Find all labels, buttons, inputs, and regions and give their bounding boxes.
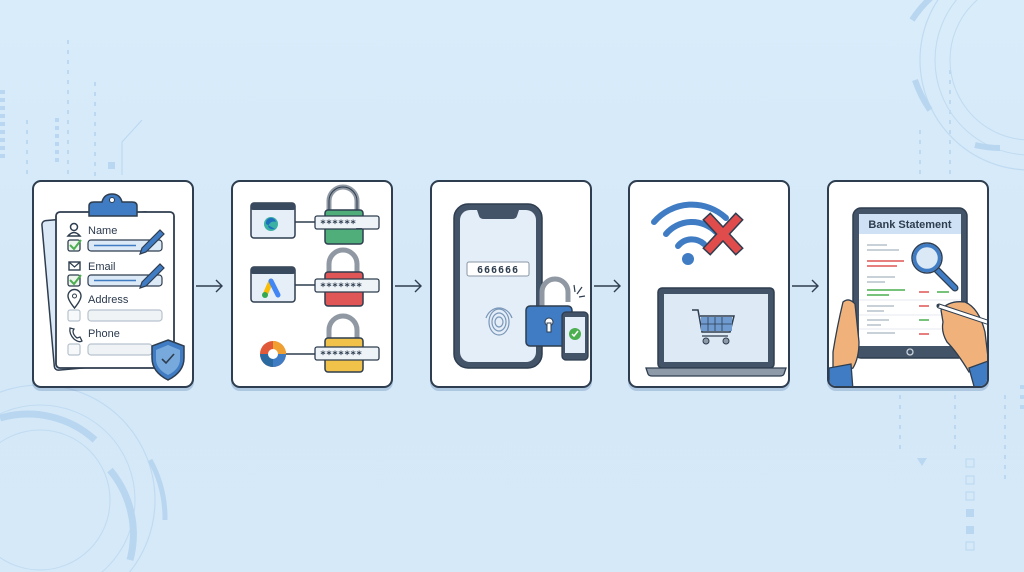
arrow-right-icon	[395, 279, 422, 293]
phone-check-icon	[561, 311, 589, 361]
google-ads-icon	[250, 266, 296, 303]
checkbox-empty	[67, 343, 81, 356]
field-label-phone: Phone	[88, 328, 120, 340]
lock-red-icon	[324, 247, 364, 307]
arrow-right-icon	[196, 279, 223, 293]
laptop-icon	[645, 287, 787, 377]
step-1-secure-form-panel: Name Email Address	[32, 180, 194, 388]
password-field	[314, 278, 380, 293]
checkbox-empty	[67, 309, 81, 322]
fingerprint-icon	[485, 307, 513, 336]
otp-code-box	[466, 261, 530, 277]
shopping-cart-icon	[692, 309, 735, 345]
location-pin-icon	[67, 288, 82, 310]
password-masked: *******	[320, 350, 362, 361]
shield-check-icon	[151, 339, 185, 381]
step-5-bank-statement-panel: Bank Statement	[827, 180, 989, 388]
left-hand-icon	[829, 299, 860, 386]
statement-lines	[859, 244, 961, 335]
password-masked: ******_	[320, 219, 363, 230]
step-3-two-factor-panel: 666666	[430, 180, 592, 388]
address-input-empty	[87, 309, 163, 322]
bank-statement-title: Bank Statement	[868, 219, 951, 231]
phone-icon	[69, 327, 83, 343]
unlocked-padlock-icon	[525, 276, 573, 347]
sparkle-icon	[573, 284, 586, 298]
arrow-right-icon	[792, 279, 819, 293]
aperture-logo-icon	[260, 341, 286, 367]
otp-code: 666666	[477, 265, 519, 276]
password-field	[314, 346, 380, 361]
arrow-right-icon	[594, 279, 621, 293]
field-label-address: Address	[88, 294, 129, 306]
edge-browser-icon	[250, 202, 296, 239]
smartphone-icon	[453, 203, 543, 369]
cross-icon	[702, 212, 744, 256]
password-field	[314, 215, 380, 230]
wifi-dot	[682, 253, 694, 265]
password-masked: *******	[320, 282, 362, 293]
step-4-no-public-wifi-panel	[628, 180, 790, 388]
mail-icon	[68, 261, 81, 271]
pen-icon	[139, 229, 165, 255]
field-label-email: Email	[88, 261, 116, 273]
field-label-name: Name	[88, 225, 117, 237]
stylus-pen-icon	[936, 303, 987, 325]
step-2-unique-passwords-panel: ******_ ******* *******	[231, 180, 393, 388]
check-icon	[67, 239, 82, 252]
lock-yellow-icon	[324, 313, 364, 373]
check-icon	[67, 274, 82, 287]
user-icon	[66, 222, 82, 237]
phone-input-empty	[87, 343, 153, 356]
pen-icon	[139, 263, 165, 289]
magnifier-icon	[911, 242, 959, 292]
